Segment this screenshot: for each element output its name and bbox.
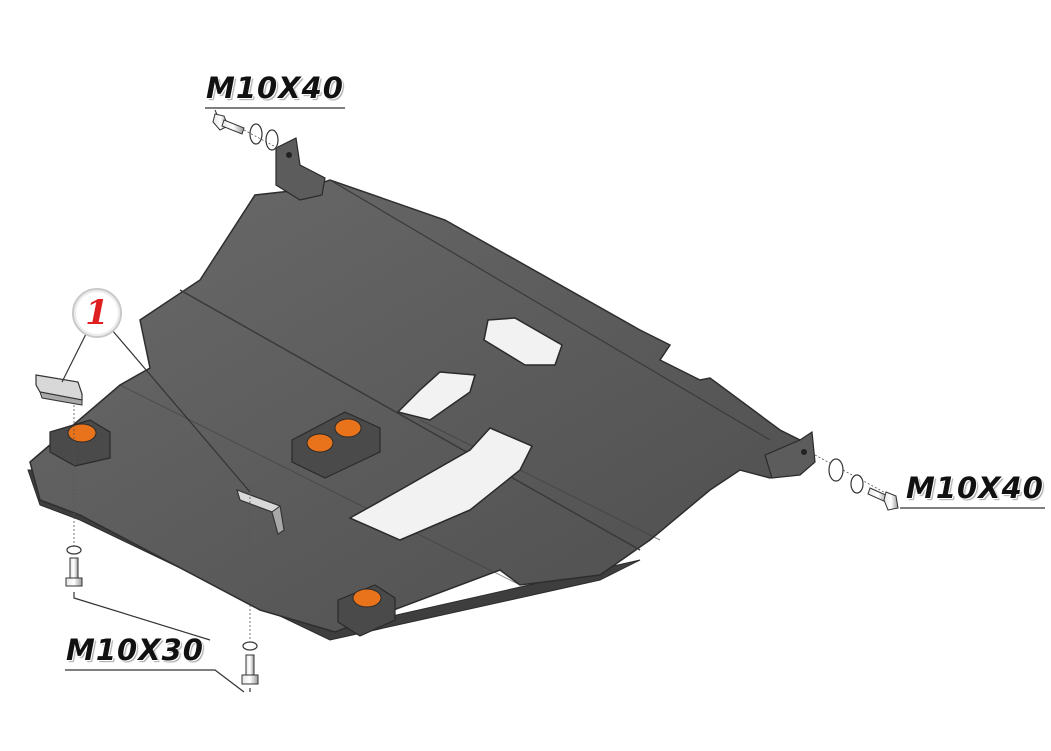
logo-badge [67,423,97,443]
bolt-icon [65,557,83,587]
fastener-bottom-left [65,405,83,587]
mount-boss-rear [337,584,396,637]
washer-icon [828,458,844,482]
fastener-right [814,454,1045,511]
bolt-icon [241,654,259,685]
mount-hole-top [286,152,292,158]
mount-tab-top [275,137,326,201]
washer-icon [66,545,82,555]
vent-cutout-top [483,317,563,366]
mount-tab-right [764,430,816,479]
washer-icon [249,123,263,145]
plate-crease-4 [419,419,661,541]
logo-badge [352,588,382,608]
mount-boss-center [291,411,381,479]
mount-boss-front-left [49,419,111,467]
part-callout: 1 [72,288,122,338]
mount-hole-right [801,449,807,455]
plate-crease-1 [179,289,641,551]
bracket-right [236,489,285,535]
label-bolt-top: M10X40 [206,71,344,105]
vent-cutout-middle [396,371,476,421]
logo-badge [334,418,362,438]
washer-icon [265,129,279,151]
vent-cutout-large [348,427,534,541]
bracket-left [35,374,83,406]
logo-badge [306,433,334,453]
callout-leaders [61,329,251,493]
washer-icon [242,641,258,651]
fastener-bottom-right [241,485,259,685]
label-bolt-right: M10X40 [906,471,1044,505]
skid-plate [27,137,816,641]
washer-icon [850,474,864,494]
bolt-icon [867,487,899,511]
bolt-icon [212,113,245,135]
fastener-top [205,107,345,153]
bottom-label-leaders [65,592,251,693]
label-bolt-bottom: M10X30 [66,633,204,667]
plate-crease-2 [329,179,771,441]
part-callout-number: 1 [85,293,109,333]
